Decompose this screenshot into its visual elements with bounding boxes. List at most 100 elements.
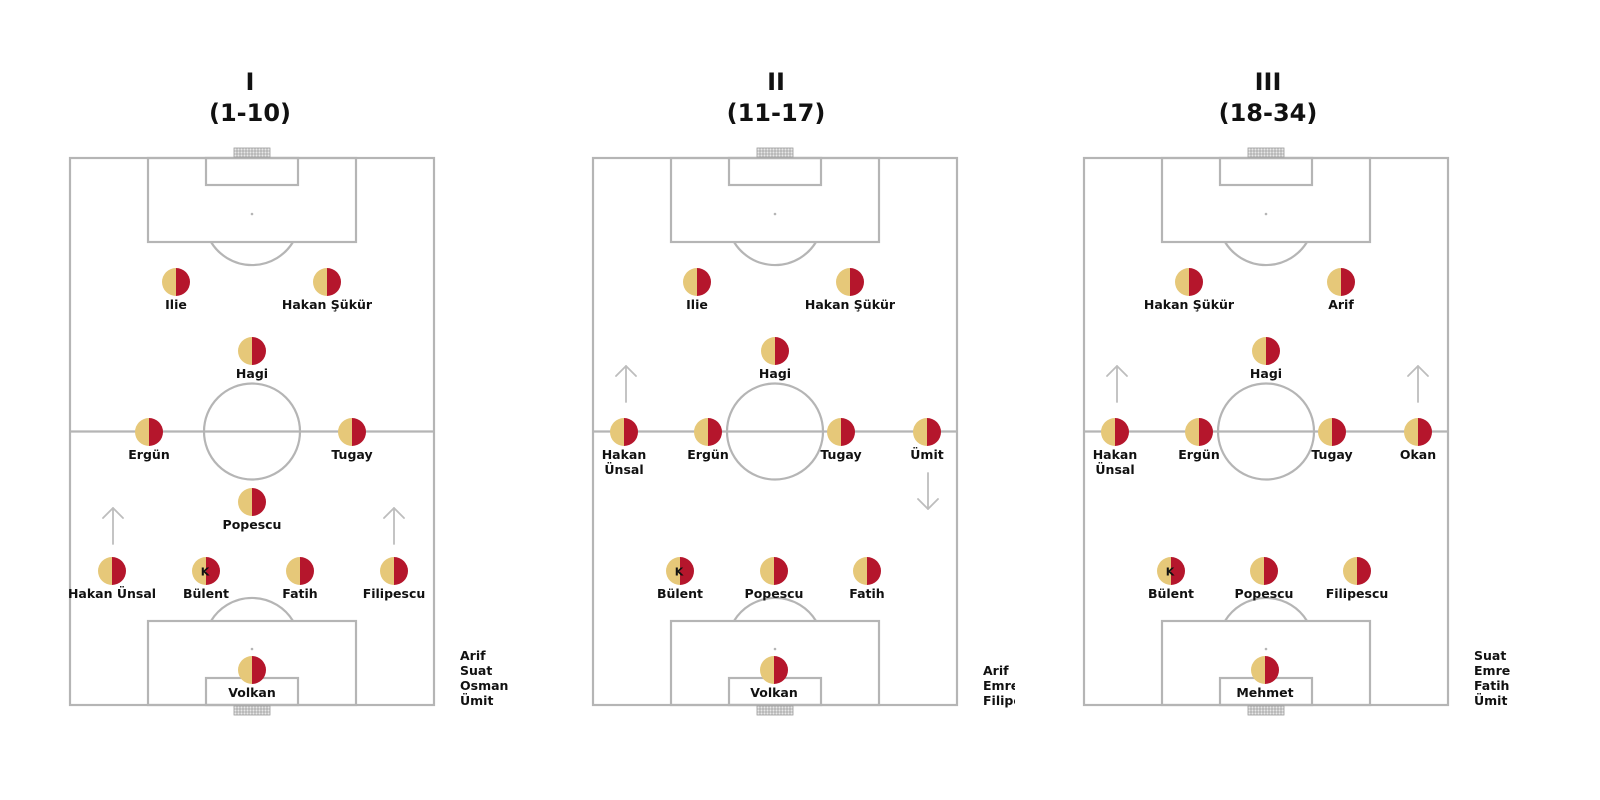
goal-area-top — [204, 156, 300, 187]
jersey-right-half — [394, 557, 408, 585]
jersey-left-half — [761, 337, 775, 365]
player-name: Popescu — [223, 517, 282, 532]
player-name: Tugay — [1311, 447, 1352, 462]
player-name: Ergün — [1178, 447, 1219, 462]
penalty-spot-bottom — [773, 647, 777, 651]
penalty-arc-top — [733, 241, 817, 267]
player-name: Ergün — [687, 447, 728, 462]
jersey-right-half — [1357, 557, 1371, 585]
player-marker: Ergün — [1178, 418, 1220, 462]
jersey-left-half — [1185, 418, 1199, 446]
pitch-2 — [591, 147, 959, 716]
jersey-left-half — [827, 418, 841, 446]
substitute-name: Ümit — [1474, 693, 1507, 708]
substitute-name: Ümit — [460, 693, 493, 708]
player-marker: Fatih — [282, 557, 318, 601]
jersey-right-half — [774, 656, 788, 684]
goal-top — [1247, 147, 1285, 158]
jersey-left-half — [238, 488, 252, 516]
jersey-right-half — [624, 418, 638, 446]
player-marker: Hakan Şükür — [1144, 268, 1235, 312]
jersey-left-half — [913, 418, 927, 446]
goal-bottom — [756, 705, 794, 716]
jersey-right-half — [850, 268, 864, 296]
player-name: Bülent — [657, 586, 703, 601]
jersey-left-half — [313, 268, 327, 296]
penalty-arc-top — [210, 241, 294, 267]
arrow-up-icon — [383, 507, 405, 545]
period-minutes: (18-34) — [1219, 99, 1318, 127]
penalty-arc-bottom — [210, 596, 294, 622]
player-name: Fatih — [282, 586, 317, 601]
player-name: Tugay — [331, 447, 372, 462]
goal-top — [756, 147, 794, 158]
player-marker: Popescu — [223, 488, 282, 532]
jersey-right-half — [1199, 418, 1213, 446]
substitute-name: Emre — [1474, 663, 1510, 678]
jersey-right-half — [680, 557, 694, 585]
jersey-left-half — [1252, 337, 1266, 365]
player-marker: Volkan — [228, 656, 276, 700]
player-marker: Hakan Şükür — [805, 268, 896, 312]
player-name: Filipescu — [1326, 586, 1389, 601]
jersey-left-half — [1327, 268, 1341, 296]
jersey-left-half — [238, 337, 252, 365]
player-name-line2: Ünsal — [604, 462, 643, 477]
captain-badge: K — [675, 566, 684, 579]
pitch-1 — [68, 147, 436, 716]
jersey-right-half — [252, 656, 266, 684]
penalty-area-top — [1160, 156, 1372, 244]
player-marker: Popescu — [745, 557, 804, 601]
jersey-right-half — [867, 557, 881, 585]
goal-top — [233, 147, 271, 158]
player-name: Ergün — [128, 447, 169, 462]
player-marker: Ilie — [683, 268, 711, 312]
center-circle — [725, 382, 825, 481]
penalty-spot-top — [250, 212, 254, 216]
jersey-left-half — [1101, 418, 1115, 446]
player-marker: Arif — [1327, 268, 1355, 312]
jersey-right-half — [206, 557, 220, 585]
player-marker: Fatih — [849, 557, 885, 601]
substitute-name: Fatih — [1474, 678, 1509, 693]
player-name: Popescu — [1235, 586, 1294, 601]
player-name: Popescu — [745, 586, 804, 601]
player-name: Volkan — [228, 685, 276, 700]
player-marker: Ilie — [162, 268, 190, 312]
pitch-3 — [1082, 147, 1450, 716]
goal-bottom — [233, 705, 271, 716]
period-title: I — [246, 68, 255, 96]
substitute-name: Arif — [460, 648, 486, 663]
captain-badge: K — [1166, 566, 1175, 579]
arrow-up-icon — [102, 507, 124, 545]
jersey-left-half — [1251, 656, 1265, 684]
jersey-right-half — [774, 557, 788, 585]
player-name-line2: Ünsal — [1095, 462, 1134, 477]
player-marker: Ergün — [687, 418, 729, 462]
penalty-arc-top — [1224, 241, 1308, 267]
player-name: Hakan — [602, 447, 647, 462]
player-name: Hagi — [759, 366, 791, 381]
captain-badge: K — [201, 566, 210, 579]
arrow-down-icon — [917, 472, 939, 510]
player-marker: Ergün — [128, 418, 170, 462]
period-minutes: (11-17) — [727, 99, 826, 127]
jersey-left-half — [98, 557, 112, 585]
player-marker: Hakan Şükür — [282, 268, 373, 312]
period-title: III — [1255, 68, 1282, 96]
center-circle — [202, 382, 302, 481]
player-name: Ümit — [910, 447, 943, 462]
jersey-left-half — [610, 418, 624, 446]
player-name: Volkan — [750, 685, 798, 700]
player-marker: Okan — [1400, 418, 1436, 462]
jersey-right-half — [1265, 656, 1279, 684]
period-minutes: (1-10) — [209, 99, 291, 127]
player-name: Ilie — [165, 297, 187, 312]
jersey-right-half — [112, 557, 126, 585]
penalty-spot-bottom — [250, 647, 254, 651]
player-marker: Tugay — [1311, 418, 1353, 462]
player-marker: Mehmet — [1236, 656, 1294, 700]
